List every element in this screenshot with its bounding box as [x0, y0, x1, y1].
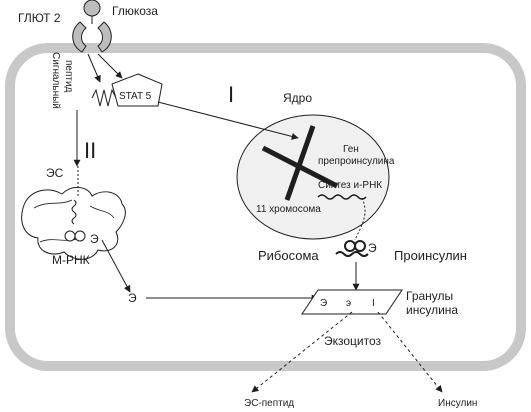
proinsulin-label: Проинсулин: [394, 248, 467, 263]
er-insulin-glyph: Э: [90, 232, 99, 246]
granules-label-1: Гранулы: [406, 289, 453, 303]
gene-label-1: Ген: [343, 144, 359, 155]
arrow-receptor-to-stat5: [97, 53, 123, 79]
granule-glyph-1: Э: [320, 298, 327, 309]
glucose-label: Глюкоза: [112, 4, 158, 18]
stat5-box: [111, 73, 163, 107]
insulin-label: Инсулин: [438, 398, 477, 409]
granule-glyph-3: I: [372, 298, 375, 309]
nucleus-label: Ядро: [283, 91, 312, 105]
free-insulin-glyph: Э: [128, 291, 137, 305]
glut2-label: ГЛЮТ 2: [18, 11, 61, 25]
signal-peptide-label-2: пептид: [63, 60, 74, 93]
granules-box: [301, 289, 403, 315]
granule-glyph-2: э: [346, 298, 351, 309]
glut2-receptor-icon: [72, 0, 112, 53]
arrow-to-c-peptide: [251, 311, 353, 393]
es-label: ЭС: [46, 166, 64, 180]
roman-one: I: [228, 82, 234, 107]
nucleus-ellipse: [236, 114, 390, 240]
granules-label-2: инсулина: [406, 303, 458, 317]
mrna-path: [354, 197, 366, 241]
ribosome-icon: [335, 240, 369, 257]
chromosome-x-icon: [261, 125, 339, 201]
signal-peptide-label-1: Сигнальный: [50, 52, 61, 109]
gene-label-2: препроинсулина: [318, 156, 395, 167]
ribosome-insulin-glyph: Э: [368, 241, 377, 255]
er-ribosome-icon: [64, 230, 86, 242]
exocytosis-label: Экзоцитоз: [324, 334, 382, 348]
arrow-stat5-to-gene: [157, 101, 299, 140]
mrna-synthesis-label: Синтез и-РНК: [318, 180, 382, 191]
arrow-to-insulin: [377, 311, 443, 393]
er-membrane: [21, 187, 126, 260]
ribosome-label: Рибосома: [258, 248, 319, 263]
c-peptide-label: ЭС-пептид: [244, 398, 294, 409]
er-peptide-coil: [71, 199, 77, 225]
m-rna-label: М-РНК: [52, 253, 90, 267]
stat5-label: STAT 5: [119, 91, 152, 102]
cell-membrane: [5, 43, 526, 371]
roman-two: II: [84, 138, 96, 163]
arrow-receptor-to-peptide: [87, 53, 101, 83]
arrow-er-to-insulin: [101, 239, 131, 293]
mrna-wave: [317, 194, 367, 200]
chromosome-label: 11 хромосома: [256, 204, 321, 215]
zigzag-peptide-icon: [91, 88, 117, 107]
